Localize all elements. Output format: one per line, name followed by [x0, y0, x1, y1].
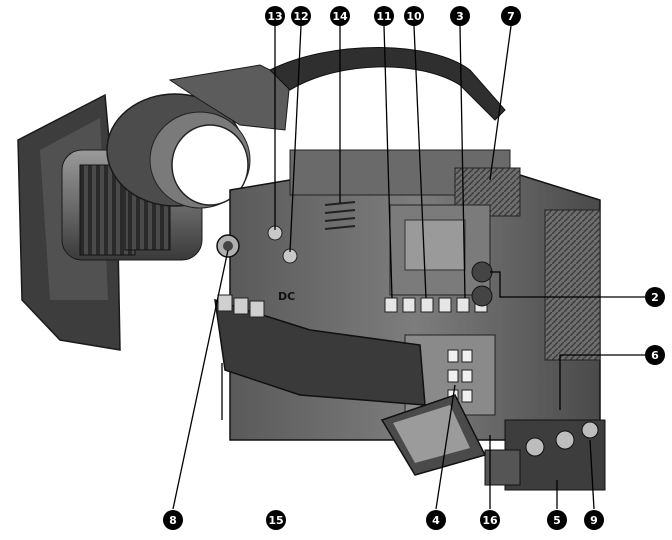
leader-12 [289, 25, 302, 253]
power-connector [581, 421, 599, 439]
viewfinder-arm [168, 64, 291, 131]
svg-text:3: 3 [456, 10, 464, 23]
svg-text:8: 8 [169, 514, 177, 527]
callout-10: 10 [404, 6, 424, 26]
leader-11 [383, 25, 393, 299]
leader-lines [172, 25, 645, 510]
xlr-connector-1 [525, 437, 545, 457]
callout-6: 6 [645, 345, 665, 365]
leader-4 [435, 384, 456, 510]
callout-7: 7 [501, 6, 521, 26]
leader-3 [459, 25, 466, 299]
callout-13: 13 [265, 6, 285, 26]
callout-5: 5 [547, 510, 567, 530]
speaker-slots [324, 201, 356, 230]
callout-12: 12 [291, 6, 311, 26]
shoulder-buttons [217, 294, 265, 318]
leader-9 [589, 439, 595, 510]
viewfinder-eyepiece [171, 124, 249, 206]
lower-xlr-box [484, 449, 521, 486]
lcd-screen [393, 405, 470, 463]
xlr-connector-2 [555, 430, 575, 450]
callouts: 13 12 14 11 10 3 7 2 [163, 6, 665, 530]
svg-text:14: 14 [332, 10, 348, 23]
svg-text:13: 13 [267, 10, 282, 23]
callout-14: 14 [330, 6, 350, 26]
side-connector-8-pin [223, 241, 233, 251]
callout-3: 3 [450, 6, 470, 26]
callout-2: 2 [645, 287, 665, 307]
level-knob-lower [471, 285, 493, 307]
side-vent [544, 209, 601, 361]
leader-10 [413, 25, 427, 299]
svg-text:2: 2 [651, 291, 659, 304]
camera-illustration: DC [17, 47, 606, 491]
leader-7 [489, 25, 512, 181]
callout-16: 16 [480, 510, 500, 530]
svg-text:4: 4 [432, 514, 440, 527]
leader-8 [172, 249, 229, 510]
callout-9: 9 [584, 510, 604, 530]
svg-text:10: 10 [406, 10, 422, 23]
leader-2 [490, 271, 645, 298]
svg-text:9: 9 [590, 514, 598, 527]
callout-11: 11 [374, 6, 394, 26]
callout-8: 8 [163, 510, 183, 530]
level-knob-upper [471, 261, 493, 283]
svg-text:16: 16 [482, 514, 498, 527]
shoulder-pad [214, 298, 426, 406]
callout-4: 4 [426, 510, 446, 530]
callout-15: 15 [266, 510, 286, 530]
side-display [404, 219, 466, 271]
dc-label: DC [278, 290, 295, 303]
svg-text:7: 7 [507, 10, 515, 23]
leader-6 [559, 354, 645, 410]
svg-text:15: 15 [268, 514, 283, 527]
svg-text:6: 6 [651, 349, 659, 362]
carrying-handle [269, 47, 506, 121]
svg-text:5: 5 [553, 514, 561, 527]
svg-text:12: 12 [293, 10, 308, 23]
svg-text:11: 11 [376, 10, 391, 23]
